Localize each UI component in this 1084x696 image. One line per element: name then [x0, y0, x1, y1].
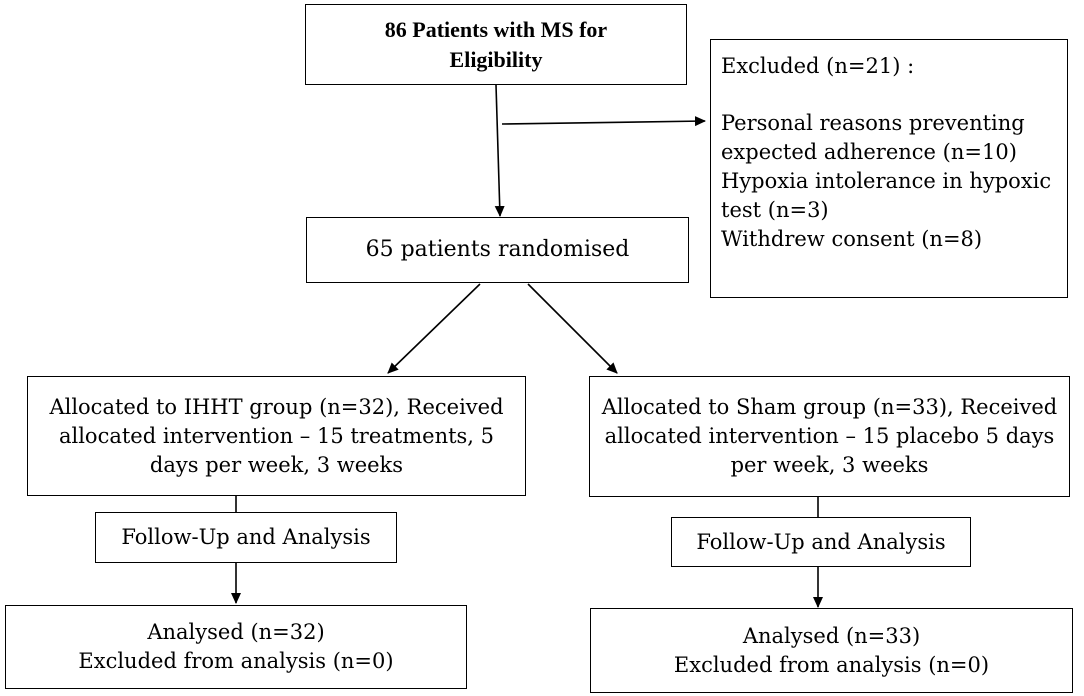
- ihht-followup-text: Follow-Up and Analysis: [121, 525, 371, 549]
- excluded-reason-line: expected adherence (n=10): [721, 140, 1017, 164]
- ihht-followup-box: Follow-Up and Analysis: [95, 512, 397, 563]
- arrow-eligibility-to-randomised: [494, 84, 505, 217]
- arrow-to-ihht: [387, 283, 481, 374]
- sham-allocation-line: Allocated to Sham group (n=33), Received: [601, 395, 1058, 419]
- arrow-to-excluded: [501, 116, 706, 127]
- excluded-reason-line: Hypoxia intolerance in hypoxic: [721, 169, 1052, 193]
- excluded-reason-line: Personal reasons preventing: [721, 111, 1025, 135]
- ihht-analysed-box: Analysed (n=32) Excluded from analysis (…: [5, 605, 467, 689]
- ihht-allocation-box: Allocated to IHHT group (n=32), Received…: [27, 376, 526, 496]
- ihht-allocation-line: allocated intervention – 15 treatments, …: [58, 423, 495, 448]
- excluded-reason-line: test (n=3): [721, 198, 829, 222]
- arrow-to-sham: [527, 283, 618, 374]
- randomised-text: 65 patients randomised: [365, 237, 630, 262]
- sham-followup-text: Follow-Up and Analysis: [696, 529, 946, 554]
- excluded-title: Excluded (n=21) :: [721, 54, 915, 78]
- sham-analysed-text: Analysed (n=33): [742, 623, 921, 648]
- sham-allocation-line: per week, 3 weeks: [730, 453, 929, 477]
- excluded-reason-line: Withdrew consent (n=8): [721, 227, 983, 251]
- sham-analysed-box: Analysed (n=33) Excluded from analysis (…: [590, 608, 1073, 693]
- randomised-box: 65 patients randomised: [306, 217, 689, 283]
- eligibility-line-2: Eligibility: [449, 46, 543, 72]
- ihht-allocation-line: Allocated to IHHT group (n=32), Received: [49, 394, 504, 419]
- sham-followup-box: Follow-Up and Analysis: [671, 517, 971, 567]
- sham-allocation-box: Allocated to Sham group (n=33), Received…: [589, 376, 1070, 497]
- sham-excluded-analysis-text: Excluded from analysis (n=0): [673, 652, 990, 677]
- eligibility-box: 86 Patients with MS for Eligibility: [305, 4, 687, 85]
- excluded-box: Excluded (n=21) : Personal reasons preve…: [710, 39, 1068, 298]
- excluded-spacer: [721, 81, 1057, 109]
- ihht-analysed-text: Analysed (n=32): [147, 620, 325, 644]
- sham-allocation-line: allocated intervention – 15 placebo 5 da…: [604, 424, 1055, 448]
- eligibility-line-1: 86 Patients with MS for: [384, 16, 608, 42]
- ihht-excluded-analysis-text: Excluded from analysis (n=0): [78, 649, 394, 673]
- ihht-allocation-line: days per week, 3 weeks: [149, 452, 404, 477]
